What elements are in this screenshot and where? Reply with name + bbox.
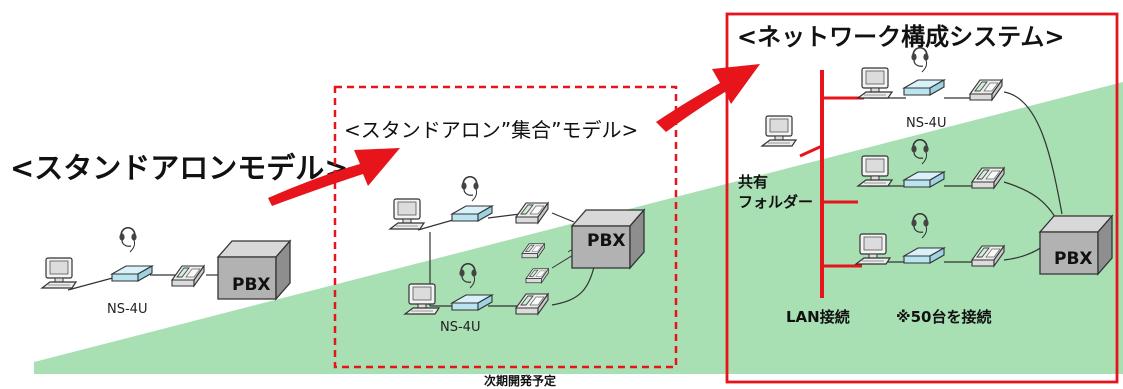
ns4u-label: NS-4U <box>906 116 946 131</box>
pbx-label: PBX <box>587 231 626 251</box>
group-model: <スタンドアロン”集合”モデル> PBX NS-4U <box>333 85 678 369</box>
connection-count-label: ※50台を接続 <box>896 308 991 326</box>
pbx-label: PBX <box>232 275 271 295</box>
pc-icon <box>857 67 893 99</box>
headset-icon <box>460 175 480 202</box>
standalone-title: <スタンドアロンモデル> <box>10 151 349 185</box>
headset-icon <box>910 46 930 73</box>
pc-icon <box>855 233 891 265</box>
headset-icon <box>118 226 138 253</box>
shared-folder-label-1: 共有 <box>738 173 768 191</box>
ns4u-label: NS-4U <box>107 302 147 317</box>
ns4u-device-icon <box>451 205 493 222</box>
group-frame <box>333 85 678 369</box>
pc-icon <box>761 115 797 147</box>
arrow-icon <box>656 64 760 132</box>
network-frame <box>725 12 1119 384</box>
lan-connection-label: LAN接続 <box>786 308 850 326</box>
pc-icon <box>41 257 77 289</box>
next-development-note: 次期開発予定 <box>484 373 556 388</box>
telephone-icon <box>171 265 205 287</box>
network-system: <ネットワーク構成システム> 共有 フォルダー NS-4U <box>725 12 1119 384</box>
group-title: <スタンドアロン”集合”モデル> <box>344 118 638 142</box>
ns4u-device-icon <box>111 265 153 282</box>
ns4u-label: NS-4U <box>440 320 480 335</box>
standalone-model: <スタンドアロンモデル> PBX NS-4U <box>10 151 349 317</box>
shared-folder-label-2: フォルダー <box>738 193 813 211</box>
pc-icon <box>389 198 425 230</box>
network-title: <ネットワーク構成システム> <box>737 23 1065 51</box>
pc-icon <box>404 283 440 315</box>
pbx-label: PBX <box>1054 249 1093 269</box>
ns4u-device-icon <box>903 79 945 96</box>
pc-icon <box>857 155 893 187</box>
telephone-icon <box>969 79 1003 101</box>
telephone-icon <box>515 202 549 224</box>
